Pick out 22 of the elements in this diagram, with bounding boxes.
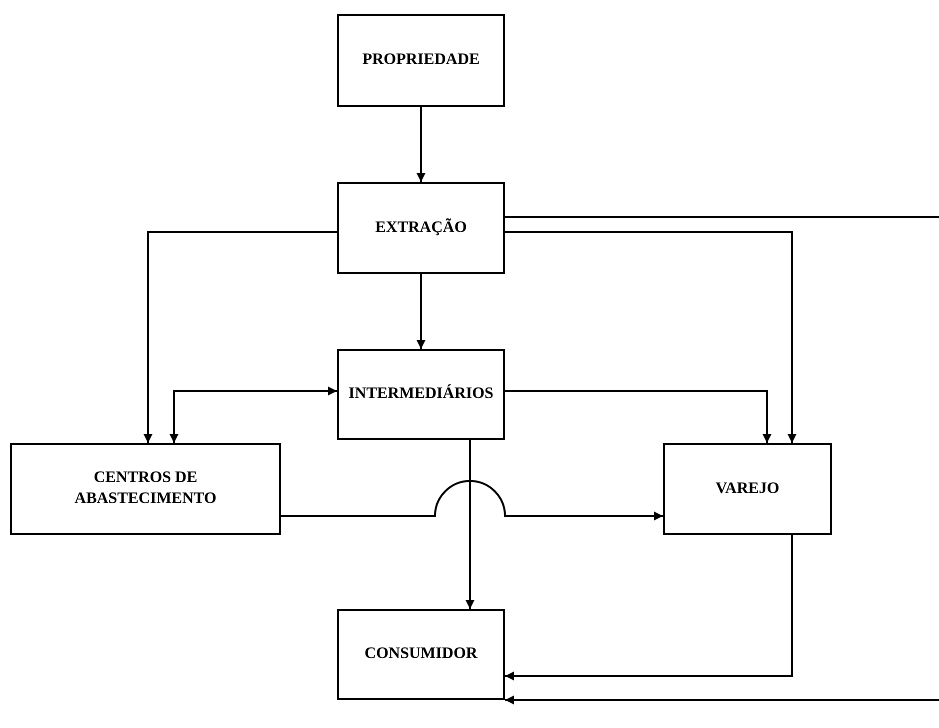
arrow [416, 107, 426, 182]
arrow [416, 274, 426, 349]
process-box [663, 443, 832, 535]
process-box [337, 349, 505, 440]
process-box [337, 609, 505, 700]
box-label: VAREJO [716, 478, 780, 499]
process-box [337, 14, 505, 107]
arrow [170, 386, 337, 443]
arrow [505, 390, 772, 443]
arrow [505, 696, 939, 704]
arrow [466, 440, 474, 609]
process-box [10, 443, 281, 535]
process-box [337, 182, 505, 274]
arrow [144, 231, 337, 443]
arrow [505, 535, 793, 680]
box-label: EXTRAÇÃO [375, 218, 467, 238]
arrow [505, 231, 796, 443]
box-label: CENTROS DE ABASTECIMENTO [74, 468, 218, 509]
box-label: PROPRIEDADE [362, 50, 480, 70]
box-label: CONSUMIDOR [364, 644, 478, 664]
arrow [281, 480, 663, 520]
box-label: INTERMEDIÁRIOS [348, 384, 494, 404]
